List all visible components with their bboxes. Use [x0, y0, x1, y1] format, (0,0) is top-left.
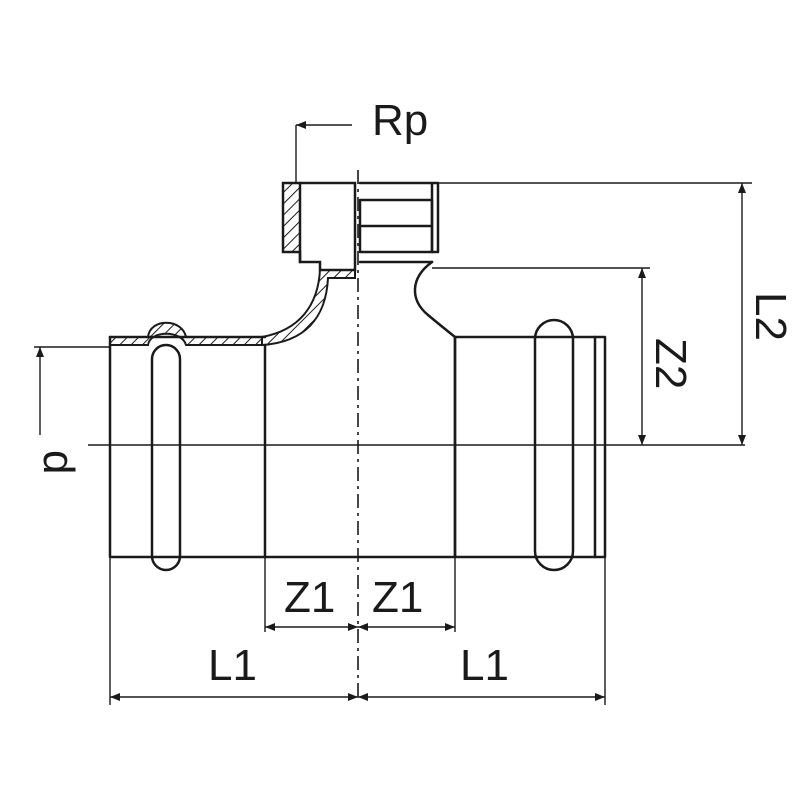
l1-left-label: L1: [208, 641, 257, 690]
branch-elbow-section: [261, 269, 356, 347]
right-socket-outline: [453, 335, 607, 559]
center-lines: [88, 170, 745, 700]
z1-right-label: Z1: [372, 573, 423, 622]
l1-right-label: L1: [460, 641, 509, 690]
branch-right-half: [358, 181, 440, 254]
left-socket-wall-section: [109, 321, 263, 346]
thread-hatching: [282, 182, 301, 253]
left-bead-ring: [150, 343, 182, 572]
hex-nut: [358, 198, 434, 254]
l2-label: L2: [746, 292, 795, 341]
z1-left-label: Z1: [284, 573, 335, 622]
tee-body: [108, 181, 607, 572]
d-label: d: [34, 450, 83, 474]
right-fillet: [413, 260, 457, 339]
z2-label: Z2: [646, 338, 695, 389]
left-socket-outline: [108, 335, 267, 559]
dimensions: Rp L2 Z2 d Z1 Z1 L1 L1: [34, 96, 795, 705]
rp-label: Rp: [372, 96, 428, 145]
